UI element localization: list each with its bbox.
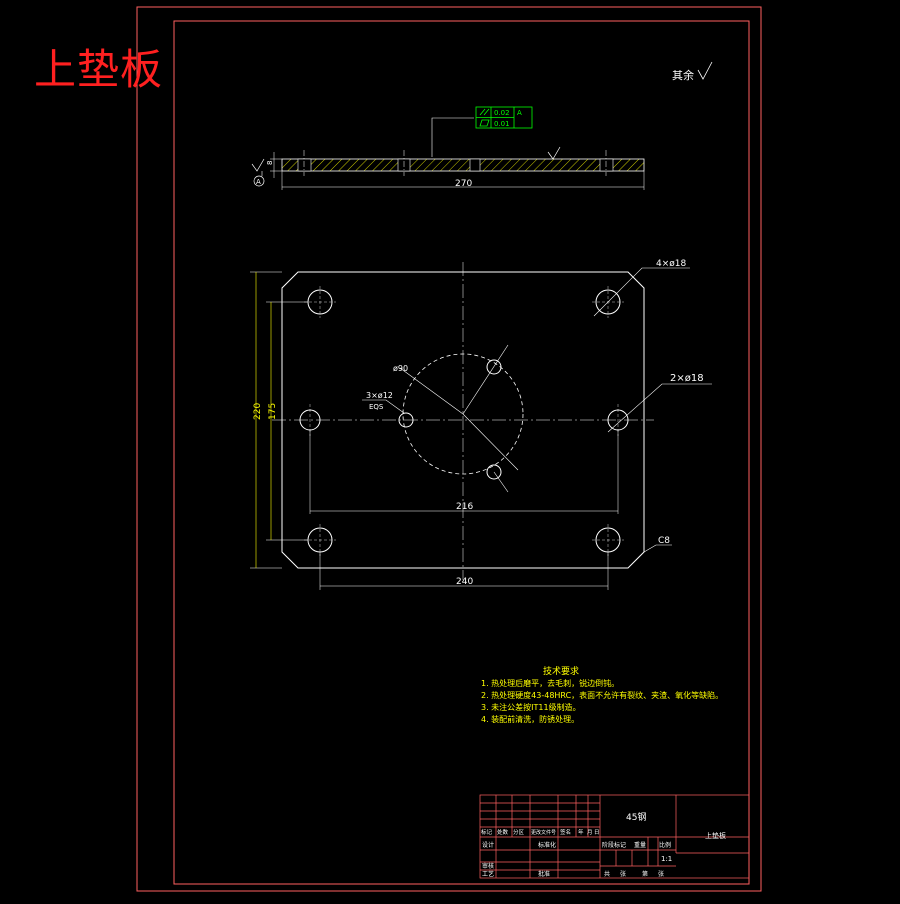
tb-header: 日 xyxy=(594,829,600,836)
tb-sheet-label: 第 xyxy=(642,870,648,878)
side-section-view xyxy=(251,117,645,190)
tech-req-item: 2. 热处理硬度43-48HRC，表面不允许有裂纹、夹渣、氧化等缺陷。 xyxy=(481,690,723,700)
tb-design: 设计 xyxy=(482,841,494,849)
outer-frame xyxy=(136,6,762,892)
tech-req-item: 4. 装配前清洗，防锈处理。 xyxy=(481,714,579,724)
tb-process: 工艺 xyxy=(482,870,494,878)
thickness-dim-label: 8 xyxy=(266,161,274,165)
datum-a-symbol xyxy=(253,175,265,187)
drawing-title: 上垫板 xyxy=(34,45,164,94)
tb-scale-label: 比例 xyxy=(659,841,671,849)
title-block xyxy=(479,794,750,879)
tb-sheet-label: 共 xyxy=(604,870,610,878)
parallelism-datum: A xyxy=(517,109,522,117)
tb-header: 更改文件号 xyxy=(531,829,556,836)
tech-req-heading: 技术要求 xyxy=(543,665,579,677)
flatness-value: 0.01 xyxy=(494,120,510,128)
tb-header: 年 xyxy=(578,828,584,836)
length-270-label: 270 xyxy=(455,179,472,189)
tb-header: 签名 xyxy=(560,828,571,836)
hole-3x-dim: 3×ø12 xyxy=(366,391,393,400)
bolt-circle-dia-90 xyxy=(402,353,524,475)
tb-approve: 批准 xyxy=(538,870,550,878)
bolt-hole xyxy=(486,359,502,375)
bolt-hole xyxy=(398,412,414,428)
tb-standardize: 标准化 xyxy=(538,841,556,849)
tech-req-item: 3. 未注公差按IT11级制造。 xyxy=(481,702,581,712)
plan-view xyxy=(250,262,712,590)
inner-frame xyxy=(173,20,750,885)
tech-req-item: 1. 热处理后磨平，去毛刺，锐边倒钝。 xyxy=(481,678,619,688)
tb-header: 分区 xyxy=(513,828,525,836)
tb-stage-label: 阶段标记 xyxy=(602,841,626,849)
parallelism-value: 0.02 xyxy=(494,109,510,117)
tb-header: 处数 xyxy=(497,828,509,836)
hole-3x-eqs: EQS xyxy=(369,403,384,411)
material-label: 45钢 xyxy=(626,811,646,823)
scale-label: 1:1 xyxy=(661,855,672,863)
part-name-label: 上垫板 xyxy=(705,831,726,840)
plate-outline xyxy=(281,271,645,569)
datum-a-label: A xyxy=(256,178,261,186)
tb-header: 月 xyxy=(587,829,593,836)
tb-weight-label: 重量 xyxy=(634,841,646,849)
hole-2x-dim: 2×ø18 xyxy=(670,373,704,384)
bolt-hole xyxy=(486,464,502,480)
roughness-note: 其余 xyxy=(672,68,694,82)
tb-review: 审核 xyxy=(482,862,494,870)
tb-header: 标记 xyxy=(481,828,493,836)
hole-4x-dim: 4×ø18 xyxy=(656,259,686,269)
height-220-dim: 220 xyxy=(253,403,263,420)
geometric-tolerance-frame xyxy=(475,106,533,129)
width-216-dim: 216 xyxy=(456,502,473,512)
tb-sheet-label: 张 xyxy=(658,870,664,878)
circle-dia-dim: ø90 xyxy=(393,364,408,373)
height-175-dim: 175 xyxy=(268,403,278,420)
width-240-dim: 240 xyxy=(456,577,473,587)
roughness-symbol xyxy=(697,61,713,80)
tb-sheet-label: 张 xyxy=(620,870,626,878)
chamfer-dim: C8 xyxy=(658,536,670,546)
